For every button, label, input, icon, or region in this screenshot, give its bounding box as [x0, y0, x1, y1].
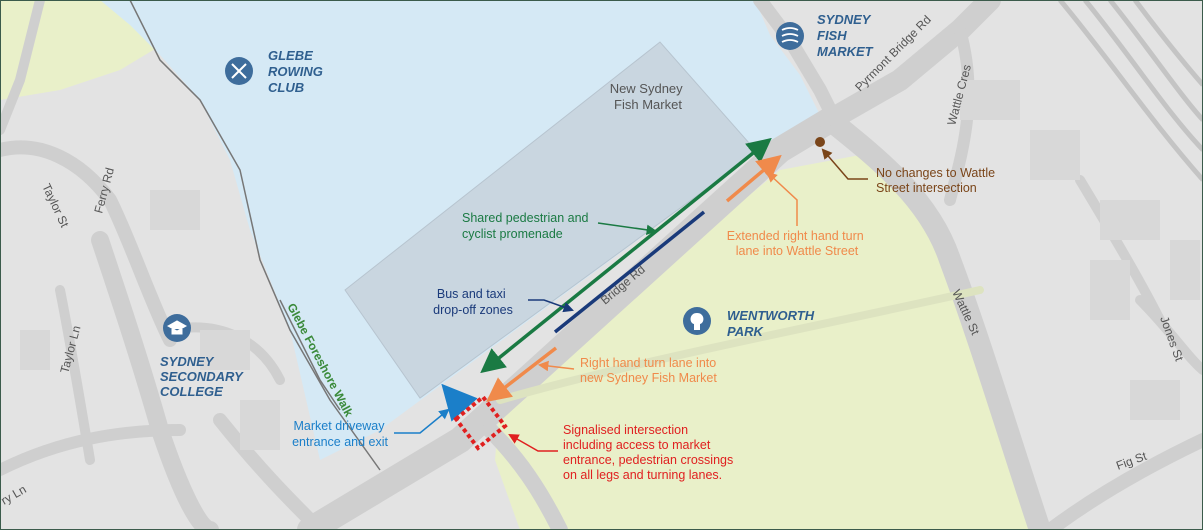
- signalised-line-4: on all legs and turning lanes.: [563, 468, 722, 482]
- extended-turn-label: Extended right hand turn lane into Wattl…: [727, 229, 867, 258]
- bus-taxi-callout-line: [528, 299, 574, 313]
- right-turn-callout-line: [537, 360, 575, 372]
- site-label-line-1: New Sydney: [610, 81, 683, 96]
- bus-taxi-zone-bar: [553, 210, 706, 334]
- right-turn-lane-arrow: [486, 346, 558, 402]
- wentworth-park-line-1: WENTWORTH: [727, 308, 815, 323]
- no-changes-line-2: Street intersection: [876, 181, 977, 195]
- extended-turn-callout-line: [766, 171, 798, 226]
- railway-lines: [1058, 0, 1203, 182]
- signalised-line-3: entrance, pedestrian crossings: [563, 453, 733, 467]
- glebe-rowing-line-1: GLEBE: [268, 48, 313, 63]
- glebe-foreshore-walk-path: [129, 0, 381, 471]
- glebe-foreshore-walk-line: [279, 299, 341, 411]
- signalised-line-2: including access to market: [563, 438, 711, 452]
- no-changes-label: No changes to Wattle Street intersection: [876, 166, 999, 195]
- signalised-intersection-box: [453, 394, 508, 451]
- glebe-rowing-line-3: CLUB: [268, 80, 304, 95]
- poi-sydney-fish-market[interactable]: SYDNEY FISH MARKET: [776, 12, 874, 59]
- poi-sydney-secondary-college[interactable]: SYDNEY SECONDARY COLLEGE: [160, 314, 246, 399]
- fish-icon-glyph: [781, 27, 799, 43]
- no-changes-callout-line: [821, 148, 868, 180]
- right-turn-line-2: new Sydney Fish Market: [580, 371, 717, 385]
- poi-glebe-rowing-club[interactable]: GLEBE ROWING CLUB: [225, 48, 327, 95]
- signalised-label: Signalised intersection including access…: [563, 423, 737, 482]
- site-label-line-2: Fish Market: [614, 97, 682, 112]
- driveway-callout-line: [394, 408, 450, 434]
- promenade-line-2: cyclist promenade: [462, 227, 563, 241]
- extended-turn-line-1: Extended right hand turn: [727, 229, 864, 243]
- driveway-label: Market driveway entrance and exit: [292, 419, 388, 449]
- fish-icon: [776, 22, 804, 50]
- signalised-line-1: Signalised intersection: [563, 423, 688, 437]
- sydney-secondary-line-3: COLLEGE: [160, 384, 223, 399]
- wentworth-park-line-2: PARK: [727, 324, 764, 339]
- extended-turn-lane-arrow: [725, 154, 782, 203]
- bus-taxi-line-1: Bus and taxi: [437, 287, 506, 301]
- site-label: New Sydney Fish Market: [610, 81, 687, 112]
- no-changes-line-1: No changes to Wattle: [876, 166, 995, 180]
- driveway-line-2: entrance and exit: [292, 435, 388, 449]
- wattle-intersection-marker: [815, 137, 825, 147]
- promenade-line-1: Shared pedestrian and: [462, 211, 589, 225]
- park-area-northwest: [0, 0, 170, 100]
- bus-taxi-label: Bus and taxi drop-off zones: [433, 287, 513, 317]
- sydney-secondary-line-2: SECONDARY: [160, 369, 244, 384]
- building-footprints: [20, 80, 1200, 450]
- sydney-secondary-label: SYDNEY SECONDARY COLLEGE: [160, 354, 246, 399]
- promenade-callout-line: [597, 222, 658, 236]
- right-turn-label: Right hand turn lane into new Sydney Fis…: [580, 356, 720, 385]
- promenade-label: Shared pedestrian and cyclist promenade: [462, 211, 592, 241]
- signalised-callout-line: [508, 433, 558, 452]
- promenade-arrow: [480, 137, 772, 374]
- graduation-cap-glyph: [166, 320, 188, 335]
- sydney-secondary-line-1: SYDNEY: [160, 354, 215, 369]
- right-turn-line-1: Right hand turn lane into: [580, 356, 716, 370]
- sydney-fish-line-3: MARKET: [817, 44, 874, 59]
- glebe-rowing-label: GLEBE ROWING CLUB: [268, 48, 327, 95]
- sydney-fish-line-2: FISH: [817, 28, 847, 43]
- sydney-fish-line-1: SYDNEY: [817, 12, 872, 27]
- oars-icon-glyph: [231, 63, 247, 79]
- extended-turn-line-2: lane into Wattle Street: [736, 244, 859, 258]
- driveway-arrow: [441, 383, 478, 422]
- driveway-line-1: Market driveway: [294, 419, 386, 433]
- glebe-rowing-line-2: ROWING: [268, 64, 323, 79]
- sydney-fish-label: SYDNEY FISH MARKET: [817, 12, 874, 59]
- bus-taxi-line-2: drop-off zones: [433, 303, 513, 317]
